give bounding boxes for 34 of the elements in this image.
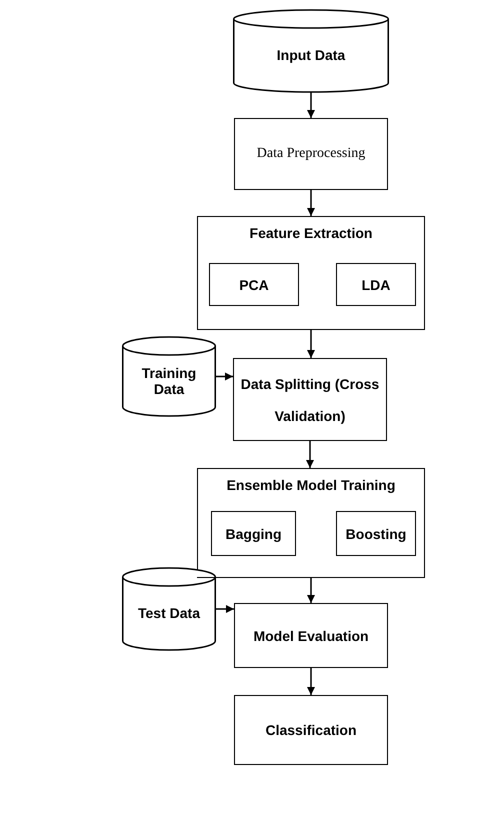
arrow bbox=[307, 92, 315, 118]
node-label: Test Data bbox=[137, 605, 202, 621]
group-box bbox=[197, 216, 425, 330]
arrow bbox=[307, 668, 315, 695]
database-cylinder bbox=[122, 337, 216, 416]
method-box bbox=[336, 511, 416, 556]
node-label: PCA bbox=[238, 276, 270, 292]
node-label: Bagging bbox=[224, 526, 282, 542]
arrow bbox=[216, 605, 234, 613]
node-label: Data Splitting (Cross Validation) bbox=[240, 374, 380, 426]
arrow bbox=[307, 190, 315, 216]
arrow bbox=[306, 441, 314, 468]
node-label: Model Evaluation bbox=[252, 628, 370, 644]
node-label: Data Preprocessing bbox=[256, 145, 366, 163]
process-box bbox=[233, 358, 387, 441]
method-box bbox=[211, 511, 296, 556]
node-label: Input Data bbox=[276, 47, 346, 63]
node-label: Feature Extraction bbox=[248, 225, 374, 241]
node-label: Classification bbox=[264, 722, 358, 738]
arrow bbox=[307, 578, 315, 603]
method-box bbox=[209, 263, 299, 306]
node-label: Boosting bbox=[344, 526, 408, 542]
process-box bbox=[234, 695, 388, 765]
node-label: Ensemble Model Training bbox=[226, 477, 396, 493]
process-box bbox=[234, 118, 388, 190]
database-cylinder bbox=[122, 568, 216, 650]
process-box bbox=[234, 603, 388, 668]
method-box bbox=[336, 263, 416, 306]
group-box bbox=[197, 468, 425, 578]
database-cylinder bbox=[233, 10, 389, 92]
node-label: Training Data bbox=[140, 364, 198, 396]
arrow bbox=[307, 330, 315, 358]
arrow bbox=[216, 372, 233, 380]
node-label: LDA bbox=[360, 276, 392, 292]
